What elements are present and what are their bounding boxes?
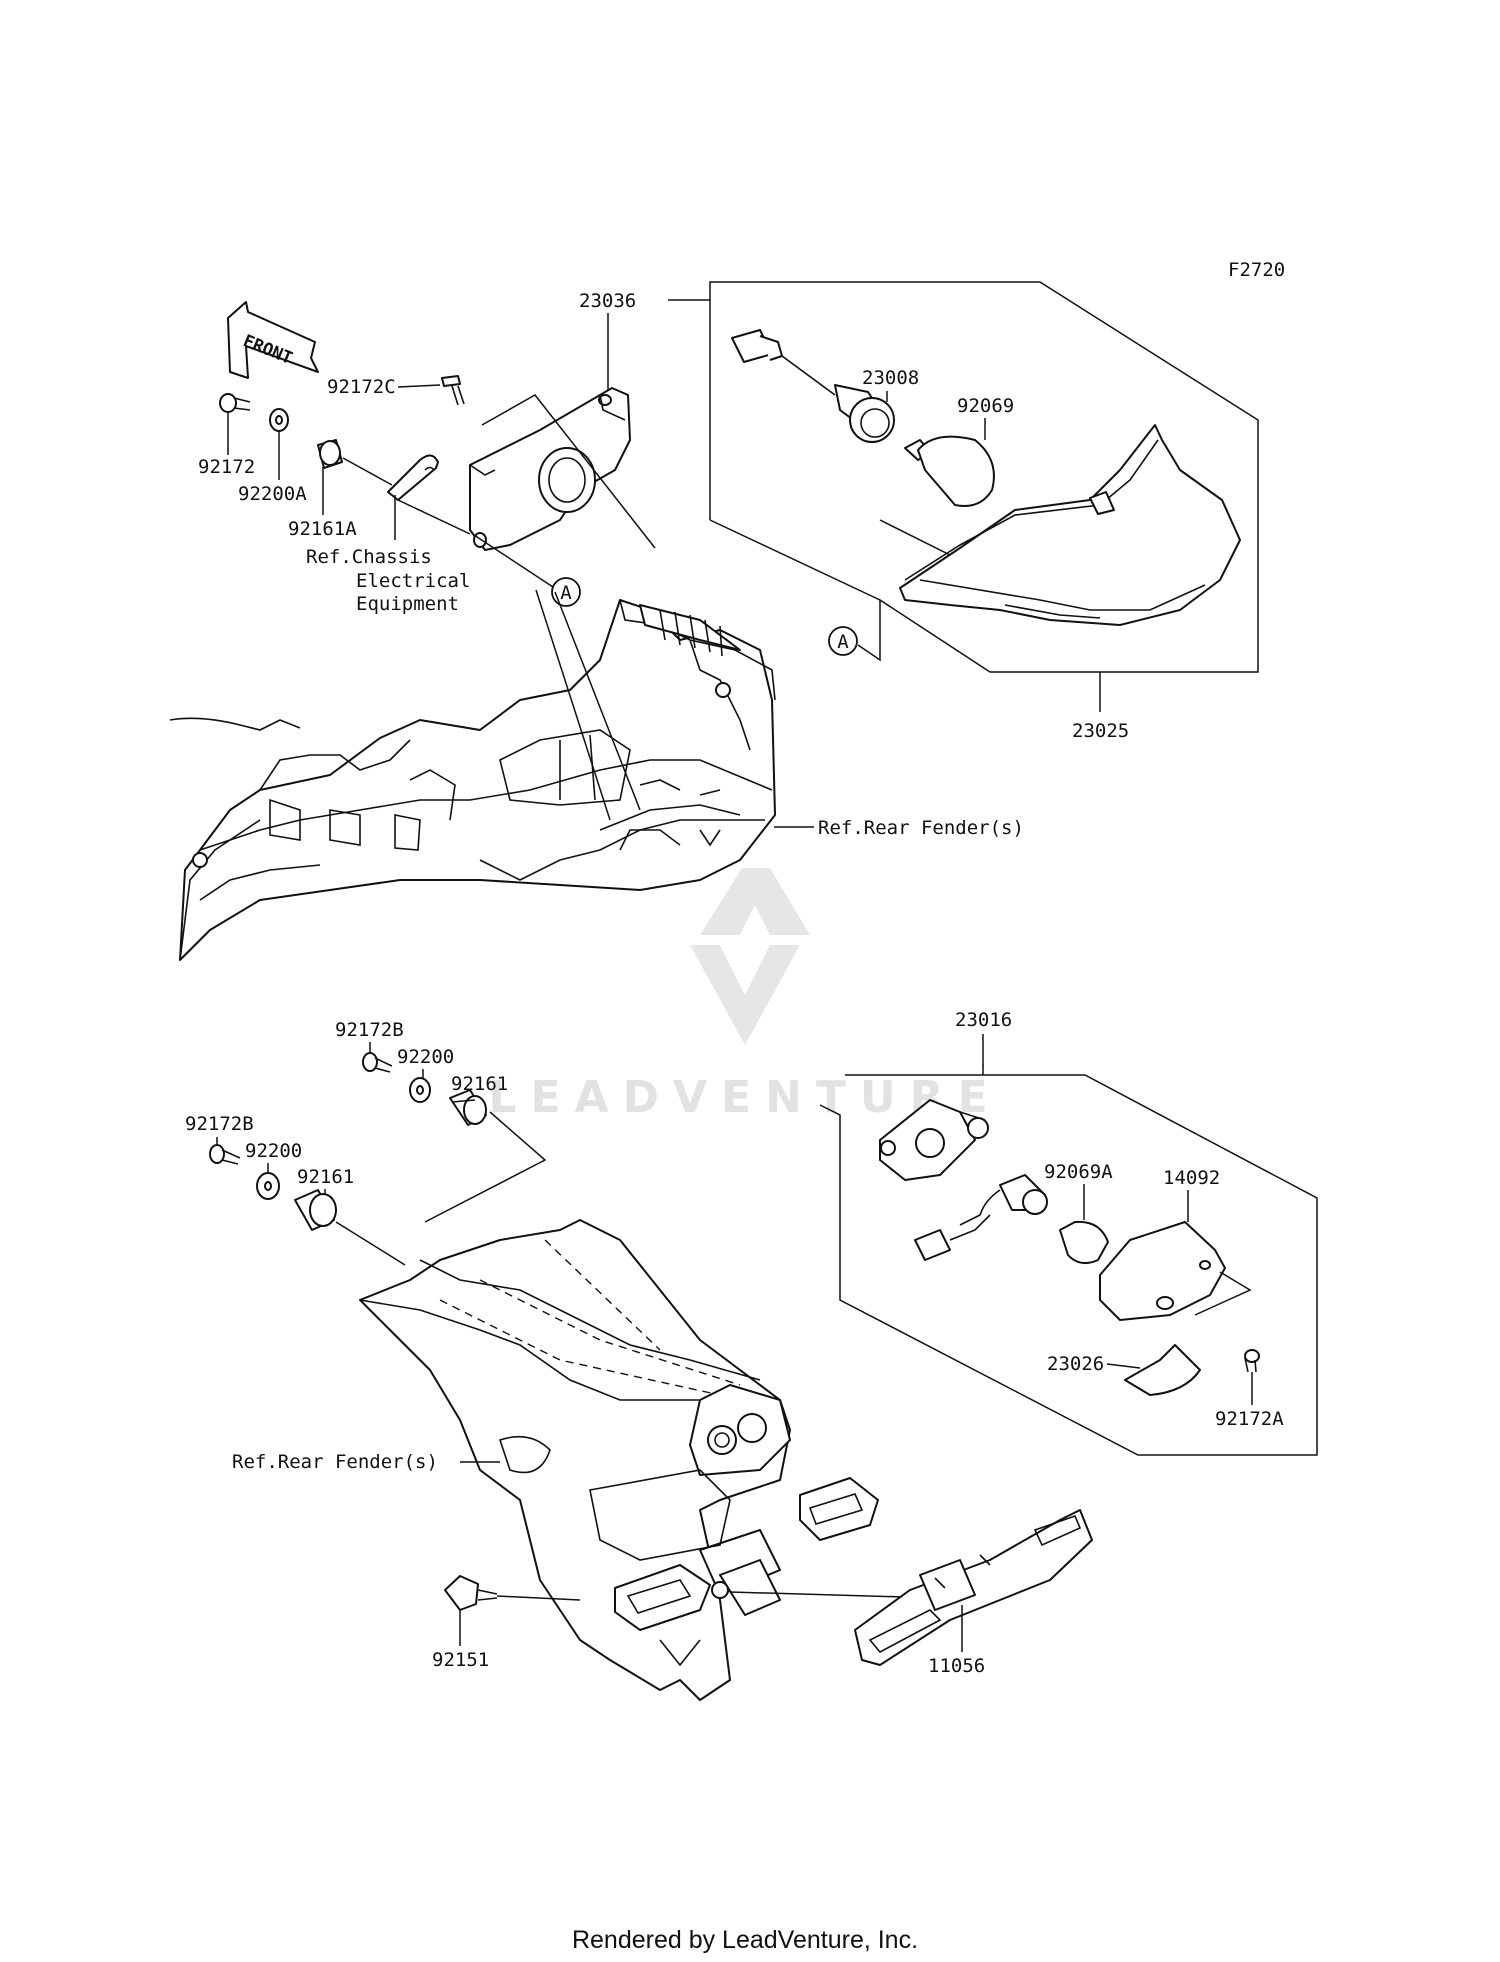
screw-92172A (1244, 1349, 1260, 1373)
label-92161-top: 92161 (451, 1073, 508, 1095)
label-92172B-top: 92172B (335, 1019, 404, 1041)
figure-code: F2720 (1228, 259, 1285, 281)
label-92200-bottom: 92200 (245, 1140, 302, 1162)
front-arrow: FRONT (227, 301, 319, 379)
label-92161A: 92161A (288, 518, 357, 540)
screw-92172B-top (362, 1052, 393, 1073)
label-14092: 14092 (1163, 1167, 1220, 1189)
turn-signal-box-outline (709, 281, 1259, 673)
grommet-bottom-leader (335, 1221, 406, 1266)
label-92069: 92069 (957, 395, 1014, 417)
box-left-edge (709, 300, 881, 601)
svg-text:Ref.Chassis: Ref.Chassis (306, 546, 432, 568)
turn-signal-lens-23025 (899, 424, 1241, 626)
wire-connector (914, 1214, 991, 1261)
license-light-box-outline (819, 1074, 1318, 1456)
ref-rear-fender-bottom-label: Ref.Rear Fender(s) (232, 1451, 438, 1473)
label-23026-leader (1106, 1363, 1141, 1369)
watermark-v-icon (690, 945, 800, 1045)
label-92161-bottom: 92161 (297, 1166, 354, 1188)
rear-fender-top (169, 599, 776, 961)
bulb-socket (959, 1174, 1048, 1226)
svg-text:Equipment: Equipment (356, 593, 459, 615)
label-92172C: 92172C (327, 376, 396, 398)
callout-a-left-leader (473, 534, 554, 588)
label-23036: 23036 (579, 290, 636, 312)
label-11056: 11056 (928, 1655, 985, 1677)
leadventure-watermark: LEADVENTURE (488, 868, 1001, 1123)
footer-credit: Rendered by LeadVenture, Inc. (572, 1926, 918, 1954)
front-arrow-icon (227, 301, 319, 379)
clamp-leader (397, 499, 471, 535)
callout-a-left: A (551, 577, 581, 607)
screw-92172C (441, 375, 465, 406)
label-92151: 92151 (432, 1649, 489, 1671)
bracket-23036 (469, 387, 631, 551)
screw-92172B-bottom (209, 1144, 241, 1165)
label-92200-top: 92200 (397, 1046, 454, 1068)
washer-92200A (269, 408, 289, 432)
callout-a-right: A (828, 626, 858, 656)
grommet-leader (342, 457, 393, 486)
label-92172: 92172 (198, 456, 255, 478)
watermark-flame-icon (700, 868, 810, 935)
ref-rear-fender-top-label: Ref.Rear Fender(s) (818, 817, 1024, 839)
bulb-92069 (904, 435, 995, 507)
label-23008: 23008 (862, 367, 919, 389)
label-23026: 23026 (1047, 1353, 1104, 1375)
label-23016: 23016 (955, 1009, 1012, 1031)
fender-top-dash-leader-1 (535, 589, 611, 821)
ref-chassis-label: Ref.Chassis Electrical Equipment (306, 546, 470, 615)
label-92069A: 92069A (1044, 1161, 1113, 1183)
connector-23008 (731, 329, 895, 443)
washer-92200-top (409, 1077, 431, 1103)
cover-23026 (1124, 1344, 1201, 1396)
screw-92151-leader (496, 1595, 581, 1601)
fender-top-dash-leader-2 (554, 591, 641, 811)
grommet-92161-top (449, 1089, 487, 1126)
grommet-92161A (317, 439, 343, 469)
svg-text:A: A (837, 631, 849, 653)
label-92172A: 92172A (1215, 1408, 1284, 1430)
label-92172B-bottom: 92172B (185, 1113, 254, 1135)
rear-fender-bottom (359, 1219, 879, 1701)
lens-14092 (1099, 1221, 1226, 1321)
grommet-92161-bottom (294, 1189, 337, 1231)
grommet-top-leader (424, 1111, 547, 1223)
lens-14092-leader (1194, 1271, 1252, 1316)
screw-92172 (219, 393, 251, 413)
svg-text:Electrical: Electrical (356, 570, 470, 592)
license-bracket-11056 (854, 1509, 1093, 1666)
socket-base (879, 1099, 989, 1181)
bracket-outline-leader (481, 394, 656, 549)
bulb-92069A (1059, 1220, 1109, 1265)
label-92200A: 92200A (238, 483, 307, 505)
label-92172C-leader (397, 384, 441, 388)
screw-92151 (444, 1575, 498, 1611)
clamp-part (387, 454, 439, 501)
washer-92200-bottom (256, 1172, 280, 1200)
label-23025: 23025 (1072, 720, 1129, 742)
watermark-text: LEADVENTURE (488, 1072, 1001, 1123)
svg-text:A: A (560, 582, 572, 604)
